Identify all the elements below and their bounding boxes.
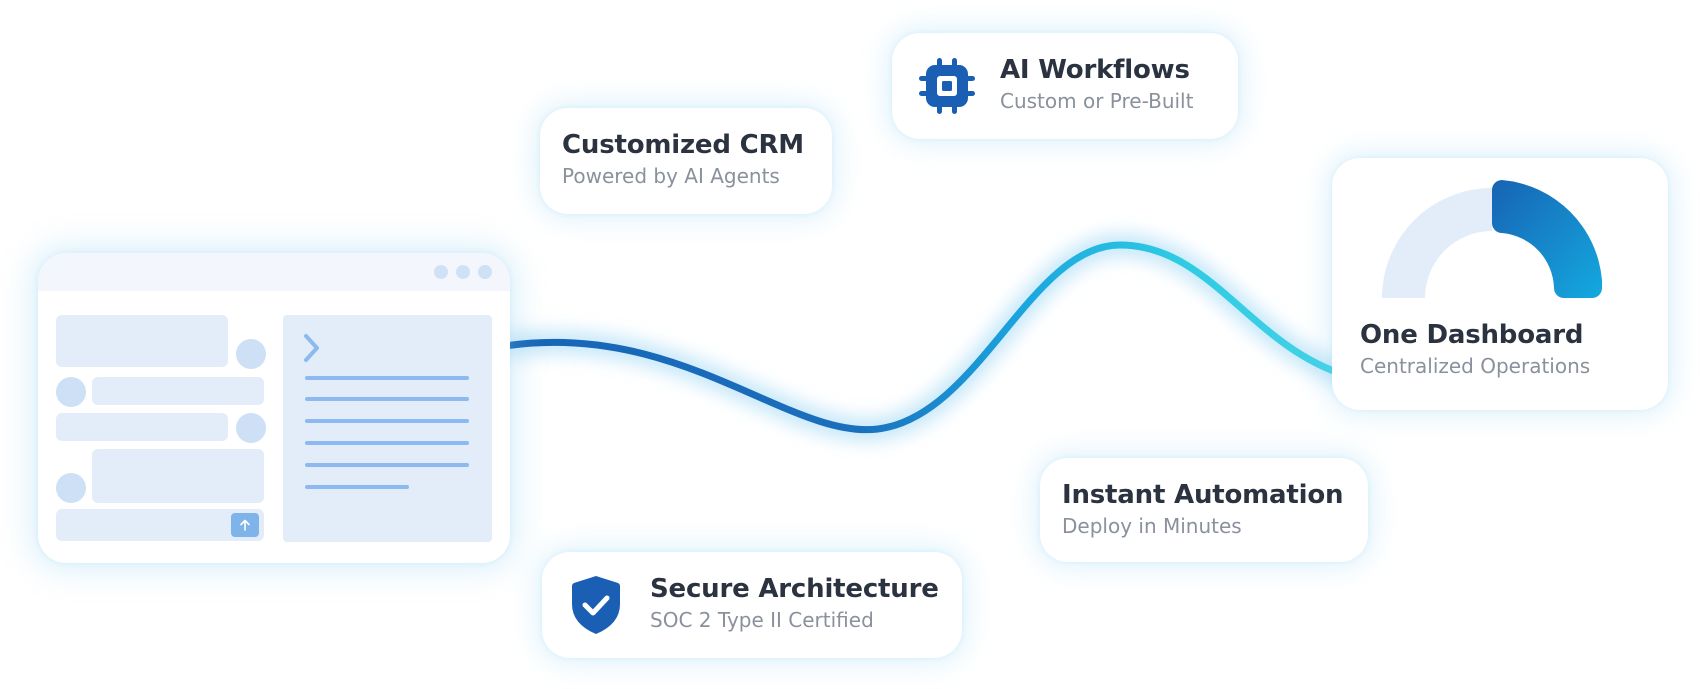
window-dot	[456, 265, 470, 279]
window-title-bar	[38, 253, 510, 291]
text-line	[305, 463, 469, 467]
message-input	[56, 509, 264, 541]
feature-card-security: Secure Architecture SOC 2 Type II Certif…	[542, 552, 962, 658]
card-subtitle: Centralized Operations	[1360, 354, 1591, 378]
app-window-mockup	[38, 253, 510, 563]
card-title: Instant Automation	[1062, 480, 1344, 510]
send-button	[231, 513, 259, 537]
feature-card-crm: Customized CRM Powered by AI Agents	[540, 108, 832, 214]
text-line	[305, 397, 469, 401]
text-line	[305, 376, 469, 380]
gauge-icon	[1382, 180, 1602, 298]
chip-icon	[919, 58, 975, 114]
chat-bubble	[92, 449, 264, 503]
chat-bubble	[92, 377, 264, 405]
card-title: AI Workflows	[1000, 55, 1190, 85]
card-subtitle: Deploy in Minutes	[1062, 514, 1242, 538]
text-line	[305, 441, 469, 445]
chat-bubble	[56, 413, 228, 441]
feature-card-dashboard: One Dashboard Centralized Operations	[1332, 158, 1668, 410]
chevron-right-icon	[304, 334, 319, 362]
document-panel	[283, 315, 492, 542]
avatar	[56, 473, 86, 503]
card-subtitle: Custom or Pre-Built	[1000, 89, 1194, 113]
feature-card-automation: Instant Automation Deploy in Minutes	[1040, 458, 1368, 562]
feature-card-ai-workflows: AI Workflows Custom or Pre-Built	[892, 33, 1238, 139]
card-title: Secure Architecture	[650, 574, 939, 604]
text-line	[305, 485, 409, 489]
text-line	[305, 419, 469, 423]
avatar	[236, 339, 266, 369]
card-title: One Dashboard	[1360, 320, 1584, 350]
avatar	[236, 413, 266, 443]
chat-bubble	[56, 315, 228, 367]
card-title: Customized CRM	[562, 130, 804, 160]
shield-check-icon	[572, 576, 620, 634]
window-dot	[434, 265, 448, 279]
card-subtitle: Powered by AI Agents	[562, 164, 780, 188]
arrow-up-icon	[240, 519, 250, 531]
window-dot	[478, 265, 492, 279]
card-subtitle: SOC 2 Type II Certified	[650, 608, 874, 632]
avatar	[56, 377, 86, 407]
